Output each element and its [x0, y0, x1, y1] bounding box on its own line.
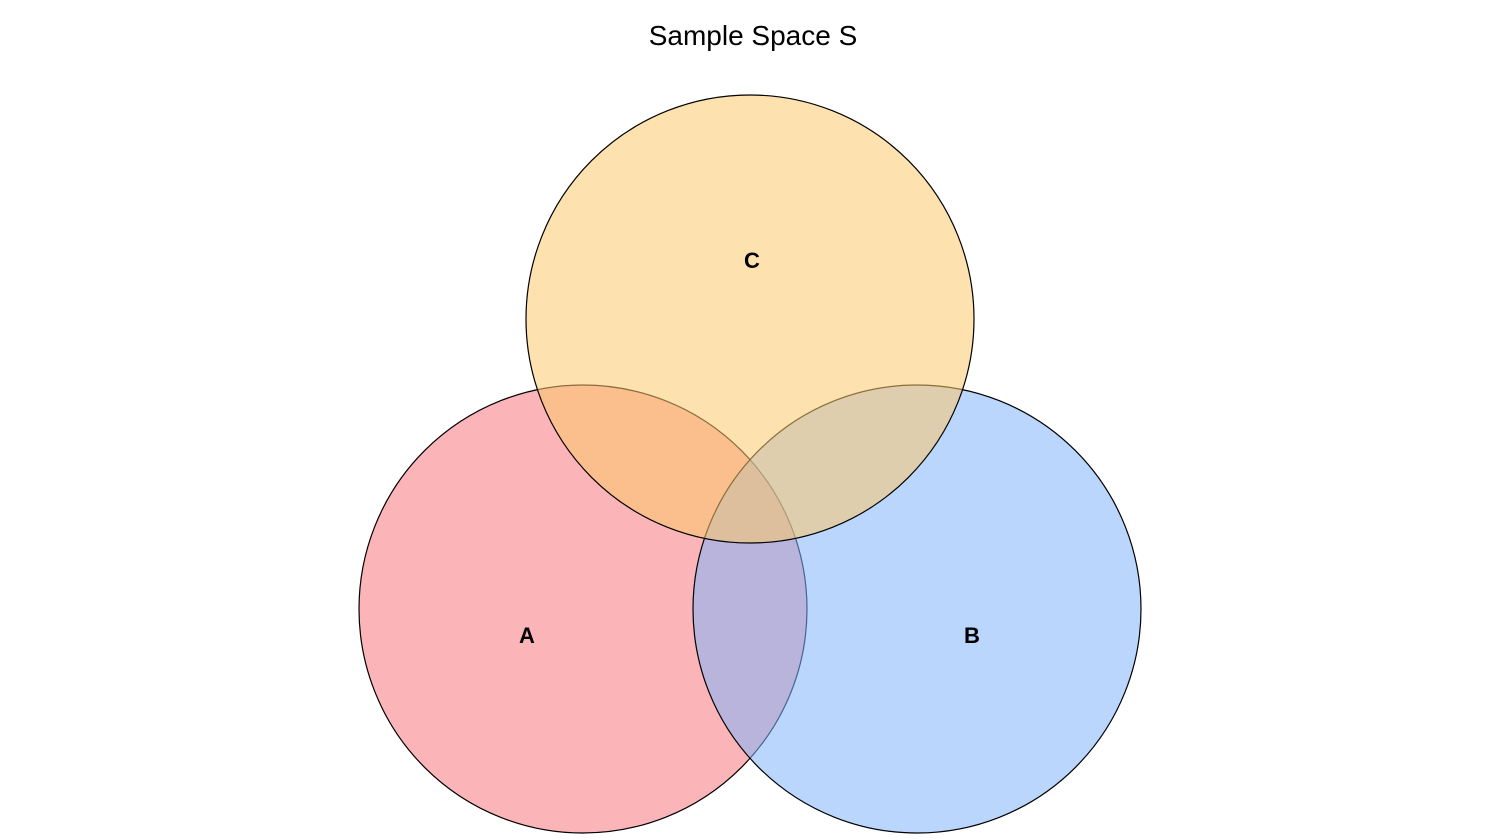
- set-c-circle: [525, 94, 975, 544]
- diagram-title: Sample Space S: [649, 20, 858, 51]
- set-c-label: C: [744, 248, 760, 273]
- set-a-label: A: [519, 623, 535, 648]
- set-b-label: B: [964, 623, 980, 648]
